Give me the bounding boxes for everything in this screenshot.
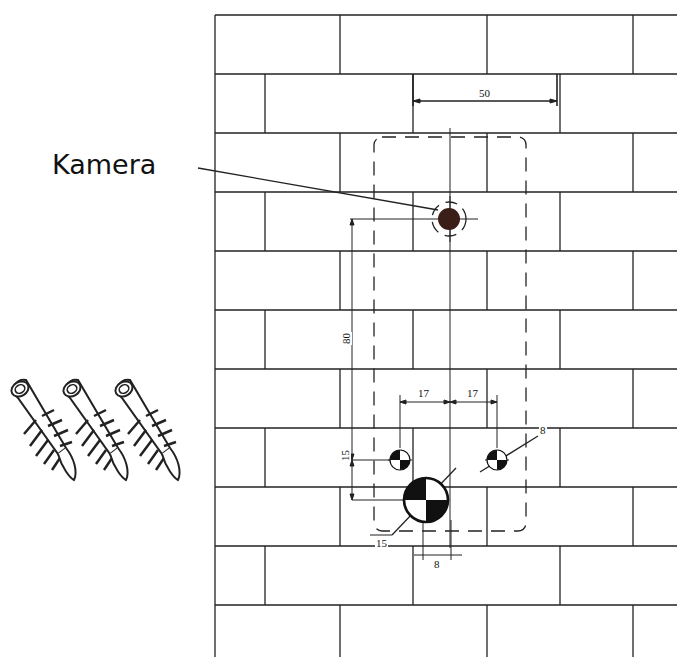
cable-hole-mark <box>404 478 448 522</box>
dimension-lines <box>350 74 557 560</box>
brick-wall <box>215 15 677 657</box>
dimension: 17 <box>417 388 430 399</box>
dimension: 17 <box>466 388 479 399</box>
dimension: 80 <box>341 332 352 345</box>
leader-line <box>198 168 438 210</box>
dimension: 8 <box>433 559 441 570</box>
dimension: 8 <box>539 425 547 436</box>
dimension: 15 <box>340 449 351 462</box>
dimension: 50 <box>478 88 491 99</box>
dimension: 15 <box>375 538 388 549</box>
part-name: Kamera <box>52 151 156 178</box>
hole-mark <box>487 450 507 470</box>
camera-lens <box>438 208 460 230</box>
hole-mark <box>390 450 410 470</box>
wall-plugs <box>9 378 180 480</box>
